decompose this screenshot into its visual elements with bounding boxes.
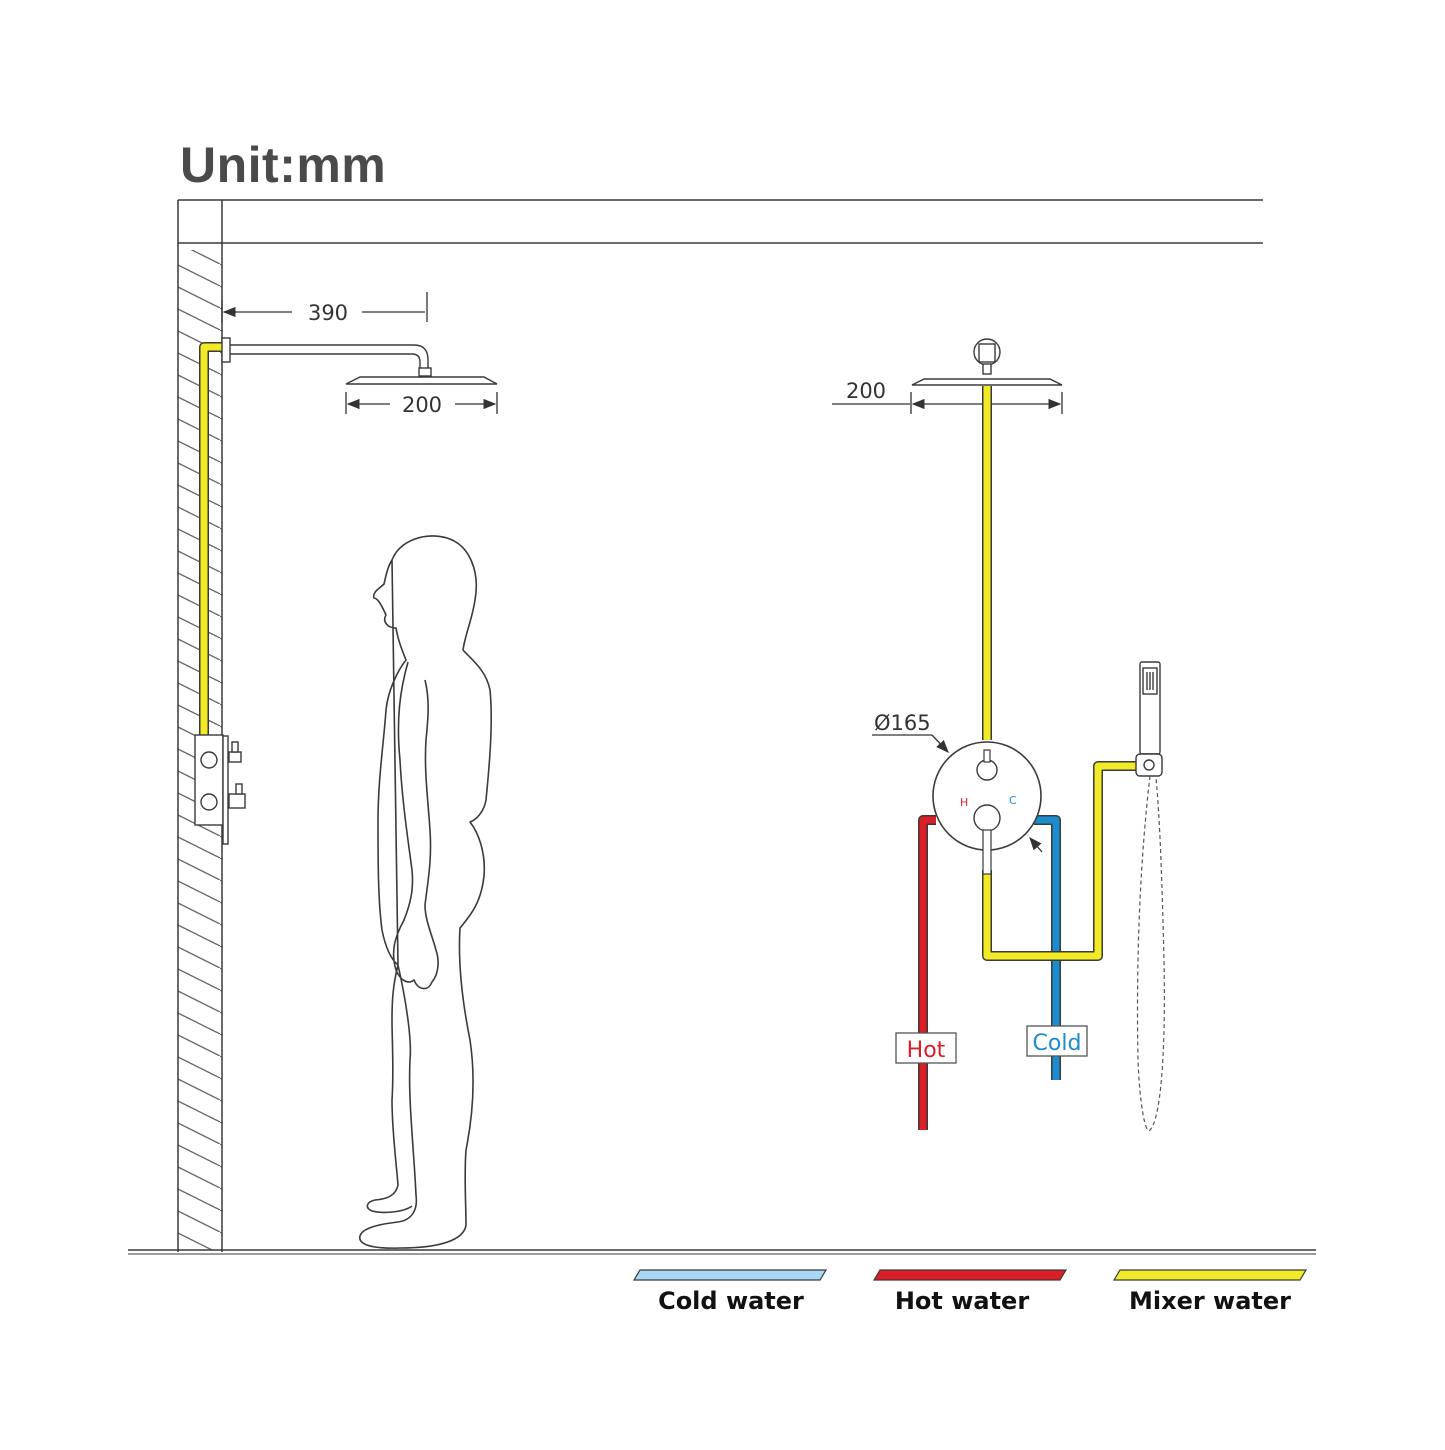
arm-length-label: 390 [308,301,348,325]
hand-shower-hose [1136,775,1165,1132]
legend-item-hot: Hot water [872,1269,1068,1315]
side-shower-head [345,367,498,385]
dimension-head-width-side: 200 [345,392,498,417]
legend-label-cold: Cold water [658,1287,804,1315]
human-figure [359,535,493,1249]
valve-diameter-callout: Ø165 [872,711,1043,853]
side-mixer-pipe-fill [200,343,226,735]
hot-supply-label: Hot [907,1038,946,1063]
cold-supply-pipe [1034,816,1060,1080]
legend: Cold water Hot water Mixer water [632,1269,1308,1315]
mixer-lever-knob [973,804,1001,832]
hand-shower-outlet-pipe [983,762,1142,960]
unit-title: Unit:mm [180,137,387,193]
side-shower-arm [230,344,429,368]
front-shower-head [911,338,1063,386]
diverter-knob [976,759,998,781]
dimension-head-width-front: 200 [832,379,1063,414]
cold-supply-tag: Cold [1026,1025,1088,1057]
hand-shower [1135,661,1163,777]
legend-item-cold: Cold water [632,1269,828,1315]
head-width-side-label: 200 [402,393,442,417]
cold-supply-label: Cold [1033,1031,1082,1056]
hot-supply-pipe [919,816,936,1130]
legend-label-hot: Hot water [895,1287,1030,1315]
valve-hot-mark: H [960,796,968,809]
legend-item-mixer: Mixer water [1112,1269,1308,1315]
hot-supply-tag: Hot [895,1032,957,1064]
legend-label-mixer: Mixer water [1129,1287,1291,1315]
dimension-arm-length: 390 [221,292,428,325]
side-valve-body [194,734,246,845]
side-wall-flange [221,337,231,363]
head-width-front-label: 200 [846,379,886,403]
mixer-lever-handle [982,829,992,875]
valve-diameter-label: Ø165 [874,711,931,735]
valve-cold-mark: C [1009,794,1017,807]
valve-trim-plate: H C [932,741,1042,875]
